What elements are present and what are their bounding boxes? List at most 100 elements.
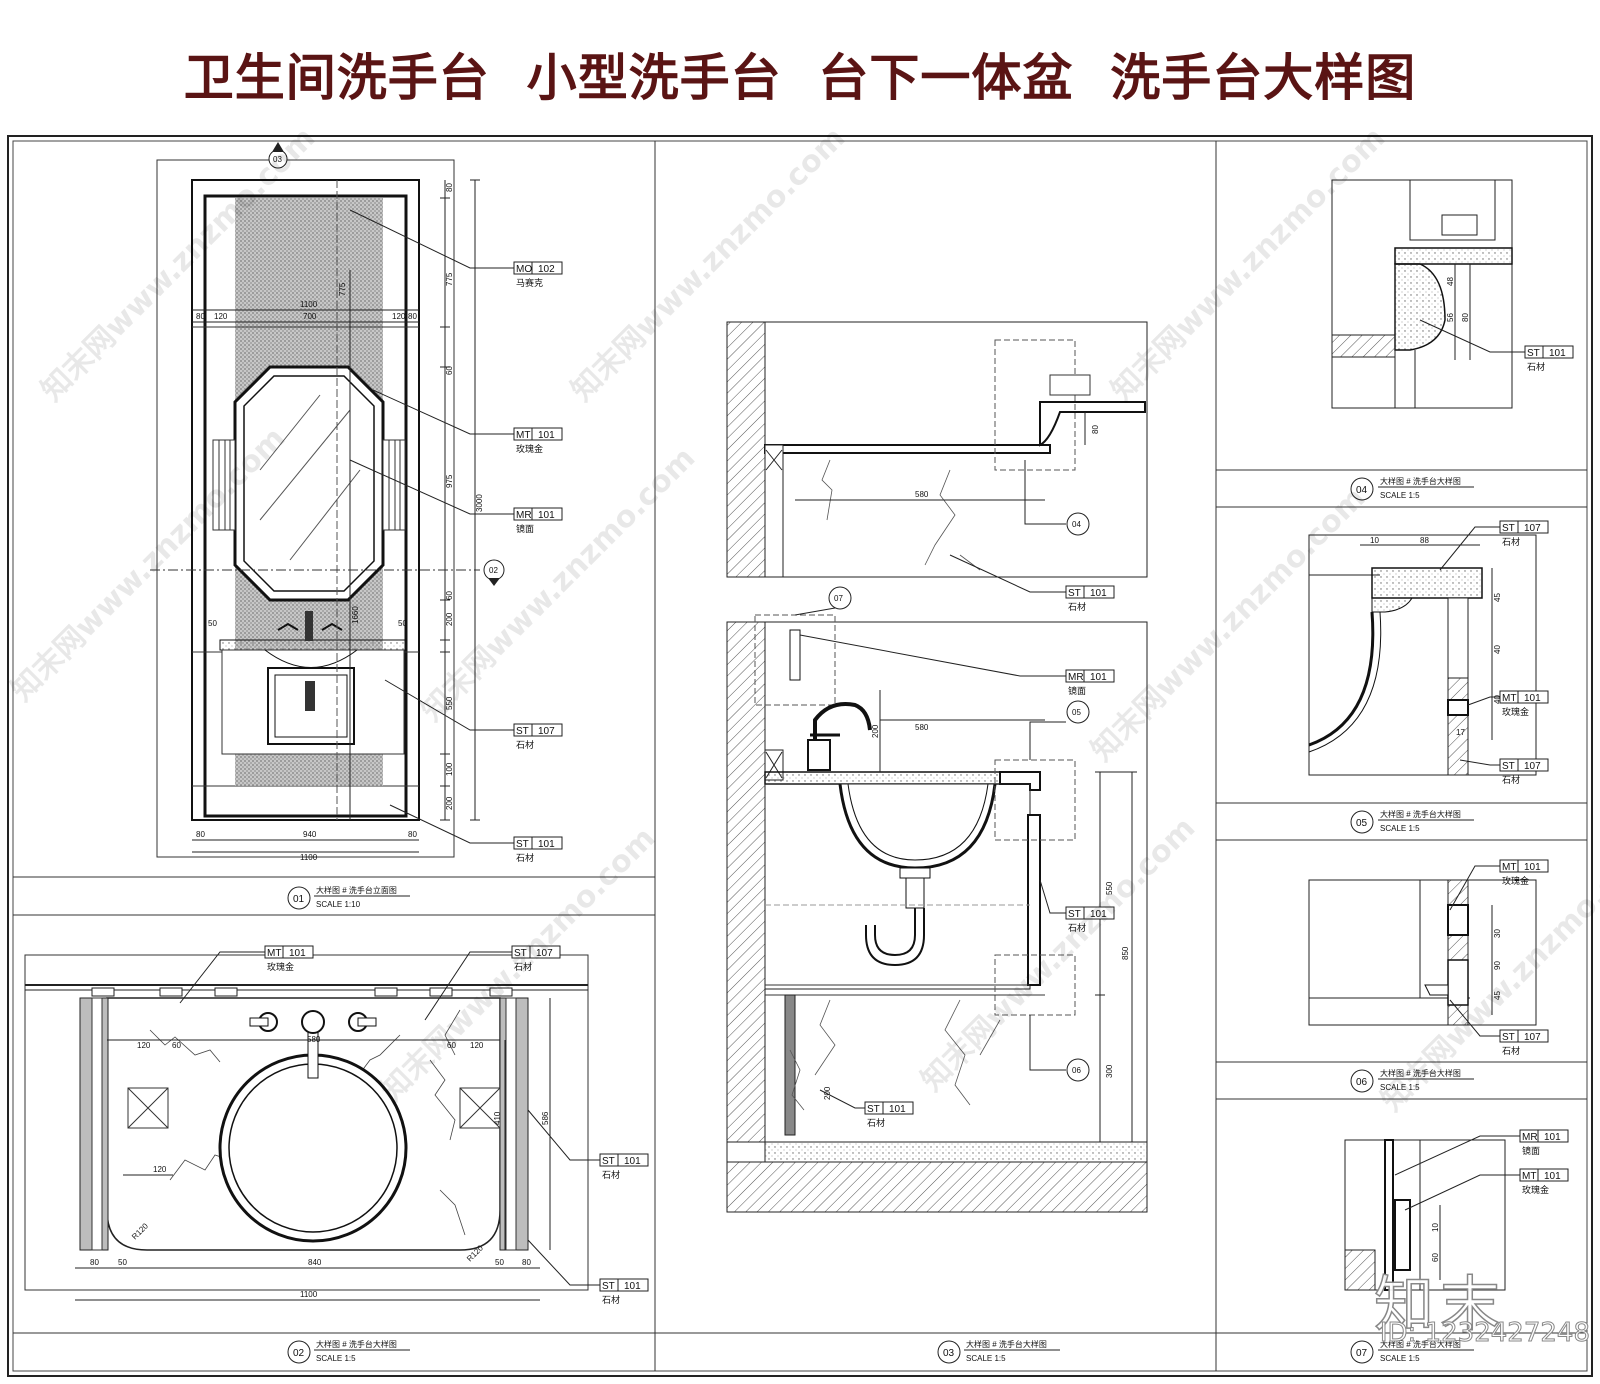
dim: 700 [303,312,317,321]
dim: 80 [408,830,417,839]
dim: 3000 [475,494,484,512]
svg-text:MT: MT [1502,862,1516,873]
dim: 80 [1091,425,1100,434]
svg-text:06: 06 [1356,1077,1368,1088]
dim: 60 [445,366,454,375]
dim: 80 [90,1258,99,1267]
brand-logo: 知末 [1373,1269,1506,1341]
dim: 580 [915,490,929,499]
svg-text:SCALE 1:5: SCALE 1:5 [1380,491,1420,500]
callout: 03 [273,155,282,164]
dim: 10 [1370,536,1379,545]
svg-text:107: 107 [1524,761,1541,772]
svg-text:02: 02 [293,1348,305,1359]
svg-text:101: 101 [1549,348,1566,359]
svg-text:石材: 石材 [602,1294,620,1305]
dim: 60 [172,1041,181,1050]
view-title-02: 02 大样图 # 洗手台大样图 SCALE 1:5 [287,1339,410,1364]
view-title-03: 03 大样图 # 洗手台大样图 SCALE 1:5 [937,1339,1060,1364]
svg-text:马赛克: 马赛克 [516,277,543,288]
svg-text:107: 107 [538,726,555,737]
svg-text:石材: 石材 [516,739,534,750]
svg-text:石材: 石材 [1502,1045,1520,1056]
svg-text:101: 101 [1090,672,1107,683]
view-title-01: 01 大样图 # 洗手台立面图 SCALE 1:10 [287,885,410,910]
dim: 550 [445,696,454,710]
undermount-basin [838,783,997,870]
view-title-05: 05 大样图 # 洗手台大样图 SCALE 1:5 [1350,809,1474,834]
svg-text:101: 101 [1544,1171,1561,1182]
svg-text:MT: MT [1522,1171,1536,1182]
svg-text:玫瑰金: 玫瑰金 [267,961,294,972]
dim: 50 [398,619,407,628]
svg-text:MR: MR [1068,672,1084,683]
svg-text:101: 101 [1090,588,1107,599]
svg-text:101: 101 [538,510,555,521]
svg-text:SCALE 1:5: SCALE 1:5 [1380,1083,1420,1092]
dim: 840 [308,1258,322,1267]
svg-text:MR: MR [1522,1132,1538,1143]
svg-text:101: 101 [1090,909,1107,920]
svg-text:04: 04 [1356,485,1368,496]
dim: 90 [1493,961,1502,970]
svg-text:石材: 石材 [1527,361,1545,372]
page-title: 卫生间洗手台 小型洗手台 台下一体盆 洗手台大样图 [183,49,1417,107]
svg-text:镜面: 镜面 [1522,1145,1540,1156]
svg-text:05: 05 [1356,818,1368,829]
svg-text:MO: MO [516,264,532,275]
dim: 1100 [300,1290,318,1299]
dim: 50 [208,619,217,628]
dim: 80 [408,312,417,321]
svg-text:石材: 石材 [514,961,532,972]
svg-text:玫瑰金: 玫瑰金 [1502,875,1529,886]
dim: 80 [196,830,205,839]
dim: 580 [915,723,929,732]
dim: 40 [1493,695,1502,704]
dim: 120 [470,1041,484,1050]
svg-text:镜面: 镜面 [516,523,534,534]
svg-text:ST: ST [1502,1032,1515,1043]
svg-text:大样图 # 洗手台大样图: 大样图 # 洗手台大样图 [1380,476,1461,486]
sheet-inner-border [12,140,1588,1372]
dim: 975 [445,474,454,488]
svg-text:大样图 # 洗手台立面图: 大样图 # 洗手台立面图 [316,885,397,895]
svg-text:玫瑰金: 玫瑰金 [1522,1184,1549,1195]
svg-text:07: 07 [1356,1348,1368,1359]
dim: 120 [153,1165,167,1174]
svg-text:大样图 # 洗手台大样图: 大样图 # 洗手台大样图 [1380,1339,1461,1349]
dim: 30 [1493,929,1502,938]
dim: 48 [1446,277,1455,286]
view-title-07: 07 大样图 # 洗手台大样图 SCALE 1:5 [1350,1339,1474,1364]
dim: 580 [307,1035,321,1044]
callout: 02 [489,566,498,575]
dim: 1100 [300,853,318,862]
svg-text:石材: 石材 [602,1169,620,1180]
svg-text:MT: MT [516,430,530,441]
dim: 60 [1431,1253,1440,1262]
dim: 50 [495,1258,504,1267]
view-title-06: 06 大样图 # 洗手台大样图 SCALE 1:5 [1350,1068,1474,1093]
svg-text:101: 101 [889,1104,906,1115]
svg-text:ST: ST [516,726,529,737]
tag-mt101: MT 101 玫瑰金 [1519,1168,1569,1195]
dim: 200 [445,612,454,626]
dim: 200 [871,724,880,738]
plan-view-02: 80 50 840 50 80 1100 120 60 580 60 120 1… [24,945,649,1364]
dim: 120 [392,312,406,321]
svg-text:SCALE 1:5: SCALE 1:5 [1380,824,1420,833]
